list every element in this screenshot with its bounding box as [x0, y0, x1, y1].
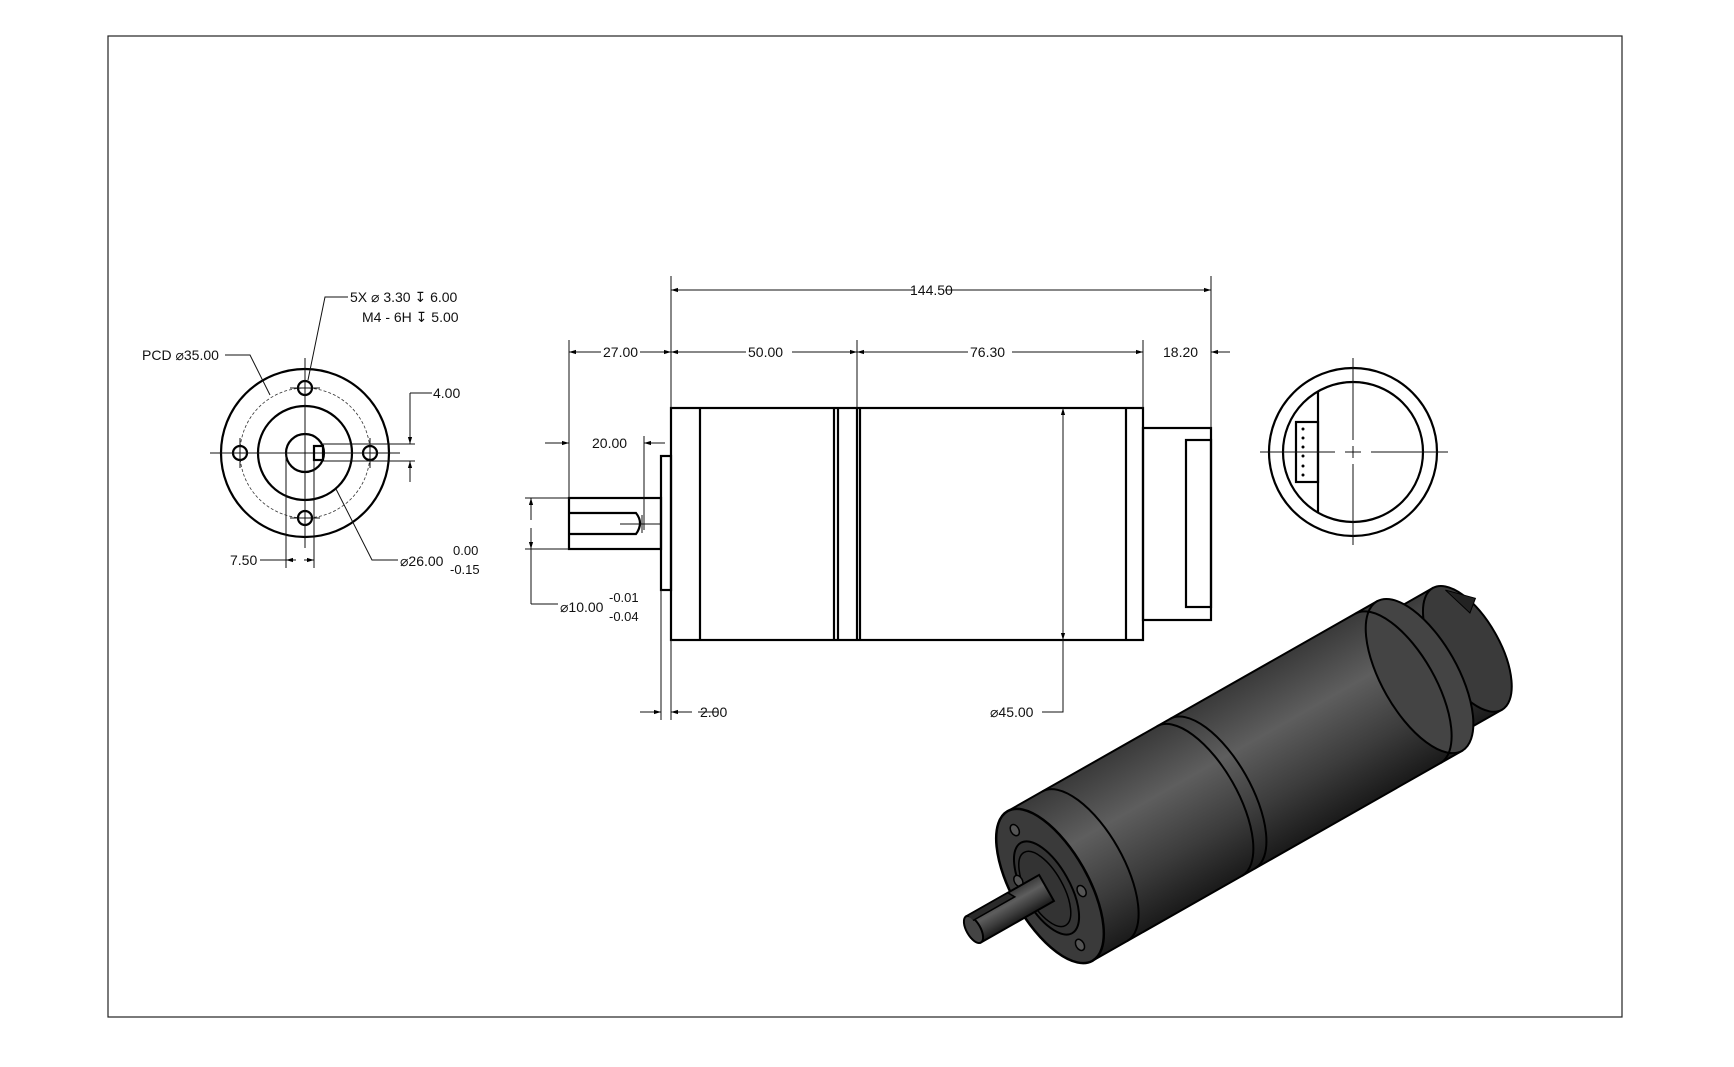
centerlines: [210, 358, 400, 548]
hole-callout-2: M4 - 6H ↧ 5.00: [362, 309, 459, 325]
front-view: 4.00 7.50 ⌀26.00 0.00 -0.15 PCD ⌀35.00 5…: [142, 289, 480, 577]
pilot-diameter-dim: ⌀26.00: [400, 553, 444, 569]
motor-length-dim: 76.30: [970, 344, 1005, 360]
rear-view: [1260, 358, 1448, 545]
key-offset-dim: 7.50: [230, 552, 257, 568]
hole-callout-1: 5X ⌀ 3.30 ↧ 6.00: [350, 289, 458, 305]
encoder-length-dim: 18.20: [1163, 344, 1198, 360]
key-width-dim: 4.00: [433, 385, 460, 401]
pilot-height-dim: 2.00: [700, 704, 727, 720]
overall-length-dim: 144.50: [910, 282, 953, 298]
keyway: [569, 511, 642, 536]
gearbox-length-dim: 50.00: [748, 344, 783, 360]
pilot-tol-upper: 0.00: [453, 543, 478, 558]
shaft-diameter-dim: ⌀10.00: [560, 599, 604, 615]
pcd-dim: PCD ⌀35.00: [142, 347, 219, 363]
body-diameter-dim: ⌀45.00: [990, 704, 1034, 720]
shaft-outline: [567, 496, 663, 551]
shaft-tol-lower: -0.04: [609, 609, 639, 624]
isometric-motor-render: [962, 585, 1513, 965]
pilot-outline: [659, 454, 673, 592]
key-length-dim: 20.00: [592, 435, 627, 451]
shaft-length-dim: 27.00: [603, 344, 638, 360]
sheet-border: [107, 35, 1623, 1018]
side-view: 144.50 27.00 50.00 76.30 18.20 20.00 ⌀10…: [525, 276, 1230, 720]
body-outline: [669, 406, 1145, 642]
pilot-tol-lower: -0.15: [450, 562, 480, 577]
shaft-tol-upper: -0.01: [609, 590, 639, 605]
shaft-key: [312, 444, 325, 462]
encoder-outline: [1141, 426, 1213, 622]
